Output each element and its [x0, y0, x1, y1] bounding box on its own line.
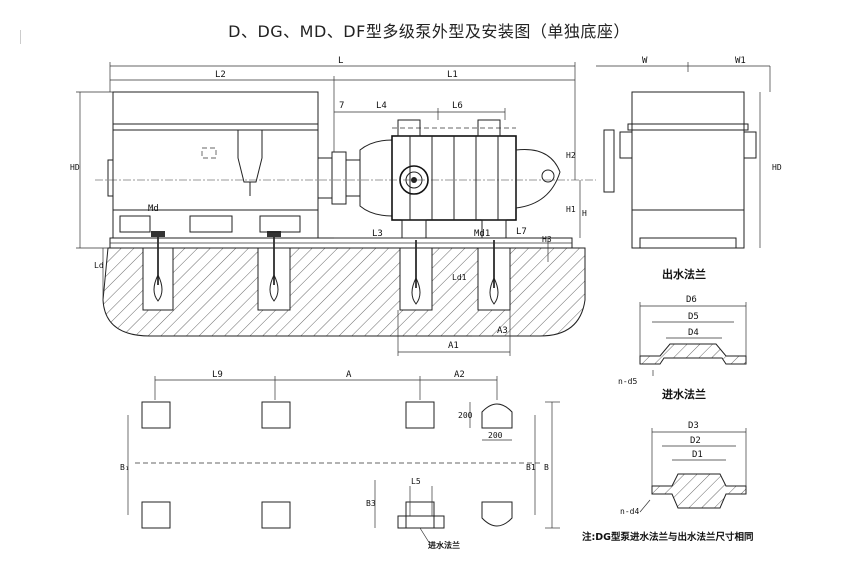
label-L6: L6: [452, 101, 463, 111]
side-view: [603, 91, 757, 249]
label-Ld: Ld: [94, 261, 104, 270]
inlet-flange-detail: [639, 428, 747, 513]
label-D2: D2: [690, 436, 701, 446]
label-L3: L3: [372, 229, 383, 239]
label-L5: L5: [411, 477, 421, 486]
corner-mark: [20, 30, 21, 44]
label-D6: D6: [686, 295, 697, 305]
label-L7: L7: [516, 227, 527, 237]
motor: [107, 91, 319, 239]
caption-note: 注:DG型泵进水法兰与出水法兰尺寸相同: [582, 531, 753, 543]
caption-outlet-flange: 出水法兰: [662, 267, 706, 281]
label-A1: A1: [448, 341, 459, 351]
label-nd5: n-d5: [618, 377, 637, 386]
label-D1: D1: [692, 450, 703, 460]
label-A: A: [346, 370, 352, 380]
dimension-lines: [76, 62, 771, 356]
label-W: W: [642, 56, 648, 66]
label-D5: D5: [688, 312, 699, 322]
label-HD-side: HD: [772, 163, 782, 172]
page-title: D、DG、MD、DF型多级泵外型及安装图（单独底座）: [228, 22, 630, 41]
coupling: [317, 151, 361, 205]
drawing-labels: L L2 L1 7 L4 L6 Md L3 Md1 L7 H3 H1 H2 H …: [70, 56, 782, 516]
label-nd4: n-d4: [620, 507, 639, 516]
caption-inlet-flange: 进水法兰: [662, 387, 706, 401]
label-H: H: [582, 209, 587, 218]
label-Ld1: Ld1: [452, 273, 467, 282]
label-A3: A3: [497, 326, 508, 336]
label-A2: A2: [454, 370, 465, 380]
label-HD: HD: [70, 163, 80, 172]
label-B3: B3: [366, 499, 376, 508]
outlet-flange-detail: [639, 302, 747, 376]
label-H3: H3: [542, 235, 552, 244]
label-7: 7: [339, 101, 344, 111]
foundation: [102, 247, 586, 337]
label-H1: H1: [566, 205, 576, 214]
label-L9: L9: [212, 370, 223, 380]
captions: 出水法兰 进水法兰 进水法兰 注:DG型泵进水法兰与出水法兰尺寸相同: [428, 267, 753, 550]
base-plate: [109, 237, 573, 249]
label-B-sub: B₁: [120, 463, 130, 472]
caption-inlet-flange-small: 进水法兰: [428, 540, 460, 550]
label-D4: D4: [688, 328, 699, 338]
label-L1: L1: [447, 70, 458, 80]
pump-body: [359, 119, 561, 239]
label-200-vertical: 200: [458, 411, 473, 420]
label-200-horizontal: 200: [488, 431, 503, 440]
label-L4: L4: [376, 101, 387, 111]
label-B: B: [544, 463, 549, 472]
plan-view: [127, 376, 560, 545]
label-L2: L2: [215, 70, 226, 80]
label-Md1: Md1: [474, 229, 490, 239]
label-H2: H2: [566, 151, 576, 160]
label-L: L: [338, 56, 343, 66]
label-D3: D3: [688, 421, 699, 431]
label-B1: B1: [526, 463, 536, 472]
label-W1: W1: [735, 56, 746, 66]
label-Md: Md: [148, 204, 159, 214]
